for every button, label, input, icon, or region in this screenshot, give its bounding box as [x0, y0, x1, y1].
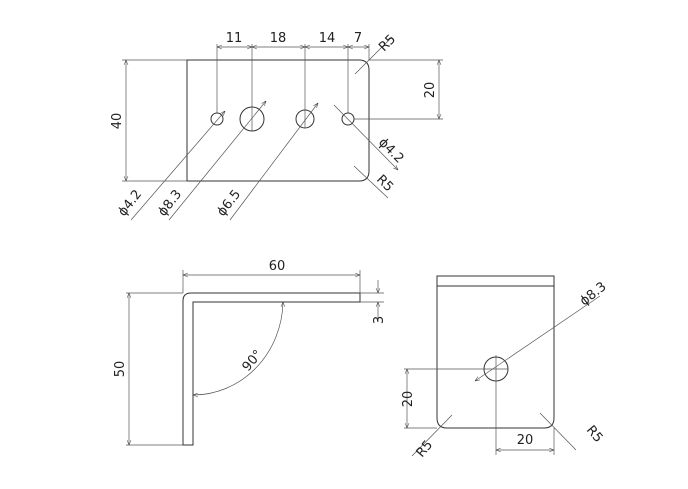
angle-arc [193, 302, 283, 395]
plate-outline [186, 59, 370, 182]
label-hole-8-3: ϕ8.3 [155, 187, 185, 219]
dim-r5-top: R5 [376, 32, 399, 55]
bracket-profile [182, 292, 361, 446]
dim-50: 50 [113, 361, 128, 378]
label-hole-4-2-right: ϕ4.2 [375, 135, 406, 166]
hole-4-2 [210, 112, 224, 126]
label-hole-6-5: ϕ6.5 [214, 187, 244, 219]
front-outline [436, 275, 555, 429]
dim-18: 18 [270, 31, 287, 46]
side-view: 60 50 3 90° [113, 259, 387, 446]
dim-20-horizontal: 20 [517, 433, 534, 448]
dim-20-vertical: 20 [401, 391, 416, 408]
label-hole-front: ϕ8.3 [577, 279, 609, 309]
dim-r5-right: R5 [583, 423, 606, 446]
label-hole-4-2: ϕ4.2 [115, 187, 145, 219]
dim-14: 14 [319, 31, 336, 46]
dim-11: 11 [226, 31, 243, 46]
dim-60: 60 [269, 259, 286, 274]
dim-7: 7 [354, 31, 362, 46]
dim-20-top: 20 [423, 82, 438, 99]
dim-40: 40 [110, 113, 125, 130]
angle-90: 90° [240, 347, 266, 374]
top-view: 11 18 14 7 R5 40 20 ϕ4.2 R5 ϕ4.2 ϕ8.3 ϕ6… [110, 31, 443, 221]
dim-3: 3 [372, 316, 387, 324]
dim-r5-bottom: R5 [373, 172, 396, 195]
dim-r5-left: R5 [414, 438, 437, 461]
front-view: 20 20 ϕ8.3 R5 R5 [401, 275, 610, 461]
